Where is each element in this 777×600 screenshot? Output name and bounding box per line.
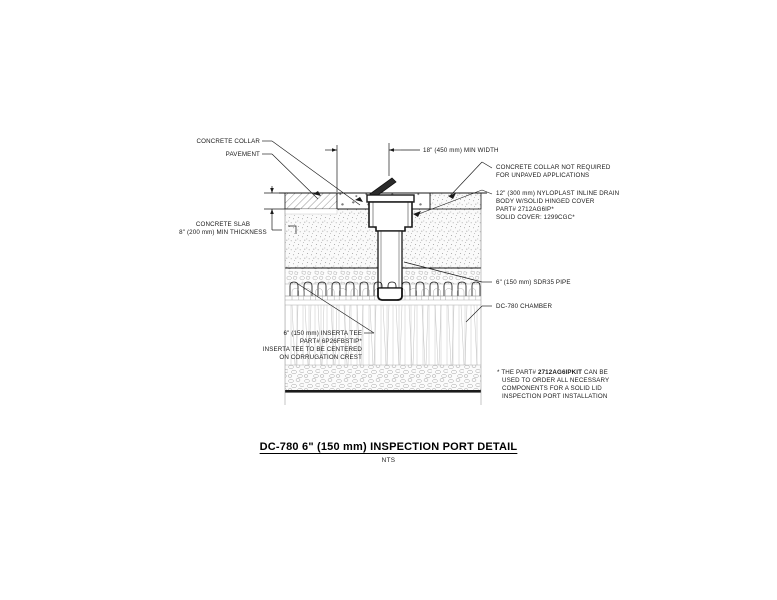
label-inline-drain-line2: BODY W/SOLID HINGED COVER bbox=[496, 198, 595, 205]
label-sdr35-pipe: 6" (150 mm) SDR35 PIPE bbox=[496, 279, 571, 286]
note-part-number: 2712AG6IPKIT bbox=[538, 369, 583, 376]
label-min-width: 18" (450 mm) MIN WIDTH bbox=[423, 147, 499, 154]
dc780-chamber bbox=[285, 281, 481, 366]
sdr35-riser-pipe bbox=[377, 230, 403, 289]
nyloplast-inline-drain-body bbox=[366, 177, 415, 232]
note-line3: COMPONENTS FOR A SOLID LID bbox=[502, 385, 602, 392]
note-line2: USED TO ORDER ALL NECESSARY bbox=[502, 377, 610, 384]
label-inserta-tee-line4: ON CORRUGATION CREST bbox=[279, 354, 362, 361]
inserta-tee bbox=[377, 287, 403, 301]
concrete-slab-leader bbox=[288, 225, 297, 234]
note-line4: INSPECTION PORT INSTALLATION bbox=[502, 393, 608, 400]
note-line1-pre: * THE PART# bbox=[497, 369, 538, 376]
label-inserta-tee-line2: PART# 6P26FBSTIP* bbox=[299, 338, 362, 345]
label-inline-drain-line3: PART# 2712AG6IP* bbox=[496, 206, 554, 213]
label-collar-not-required-line2: FOR UNPAVED APPLICATIONS bbox=[496, 172, 590, 179]
label-inserta-tee-line1: 6" (150 mm) INSERTA TEE bbox=[283, 330, 362, 337]
dimension-min-width bbox=[325, 143, 420, 192]
label-inline-drain-line1: 12" (300 mm) NYLOPLAST INLINE DRAIN bbox=[496, 190, 620, 197]
label-concrete-slab-line2: 8" (200 mm) MIN THICKNESS bbox=[179, 229, 267, 236]
label-collar-not-required-line1: CONCRETE COLLAR NOT REQUIRED bbox=[496, 164, 611, 171]
label-pavement: PAVEMENT bbox=[225, 151, 260, 158]
dimension-pavement-thickness bbox=[264, 186, 300, 231]
drawing-scale-note: NTS bbox=[381, 457, 396, 464]
stone-bedding-lower bbox=[285, 364, 481, 393]
note-line1: * THE PART# 2712AG6IPKIT CAN BE bbox=[497, 369, 608, 377]
label-dc780-chamber: DC-780 CHAMBER bbox=[496, 303, 553, 310]
chamber-sidewall-texture bbox=[285, 304, 481, 366]
label-inserta-tee-line3: INSERTA TEE TO BE CENTERED bbox=[262, 346, 362, 353]
note-line1-post: CAN BE bbox=[582, 369, 608, 376]
label-inline-drain-line4: SOLID COVER: 1299CGC* bbox=[496, 214, 575, 221]
label-concrete-slab-line1: CONCRETE SLAB bbox=[195, 221, 251, 228]
label-concrete-collar: CONCRETE COLLAR bbox=[196, 138, 260, 145]
leader-lines bbox=[262, 140, 493, 334]
drawing-title: DC-780 6" (150 mm) INSPECTION PORT DETAI… bbox=[259, 441, 518, 453]
